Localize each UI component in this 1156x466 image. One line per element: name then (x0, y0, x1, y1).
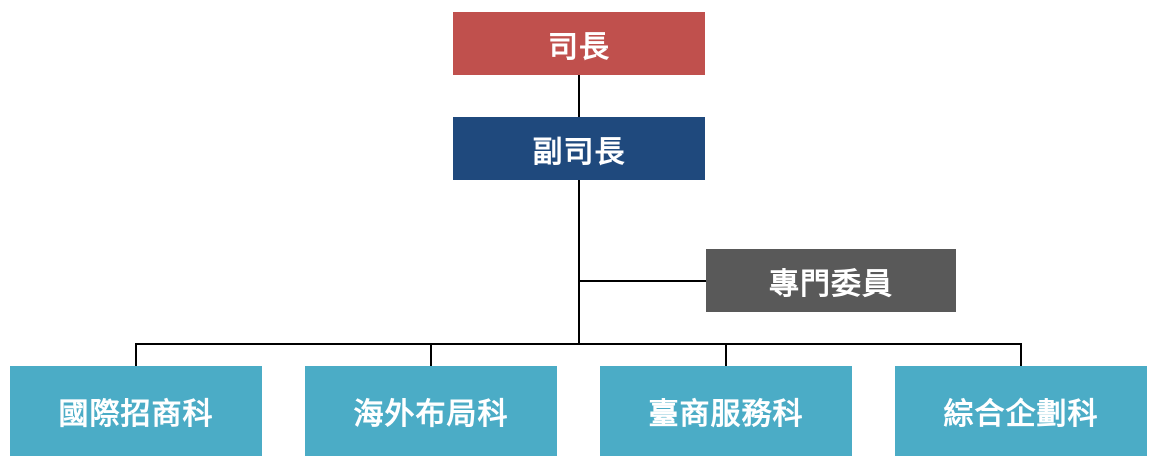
section-node-comprehensive-planning: 綜合企劃科 (895, 366, 1147, 456)
connector-section-2 (725, 343, 727, 366)
director-node: 司長 (453, 12, 705, 75)
commissioner-node: 專門委員 (706, 249, 956, 312)
connector-deputy-trunk (578, 180, 580, 344)
connector-director-deputy (578, 75, 580, 117)
connector-section-1 (430, 343, 432, 366)
section-node-international-investment: 國際招商科 (10, 366, 262, 456)
connector-commissioner (578, 280, 706, 282)
section-node-taiwanese-business-services: 臺商服務科 (600, 366, 852, 456)
section-label: 海外布局科 (353, 397, 509, 432)
deputy-director-node: 副司長 (453, 117, 705, 180)
connector-section-3 (1020, 343, 1022, 366)
section-node-overseas-deployment: 海外布局科 (305, 366, 557, 456)
section-label: 國際招商科 (58, 397, 214, 432)
deputy-director-label: 副司長 (532, 134, 626, 170)
director-label: 司長 (548, 29, 610, 65)
commissioner-label: 專門委員 (769, 266, 893, 302)
section-label: 綜合企劃科 (943, 397, 1099, 432)
connector-section-0 (135, 343, 137, 366)
section-label: 臺商服務科 (648, 397, 804, 432)
connector-sections-bus (135, 343, 1022, 345)
